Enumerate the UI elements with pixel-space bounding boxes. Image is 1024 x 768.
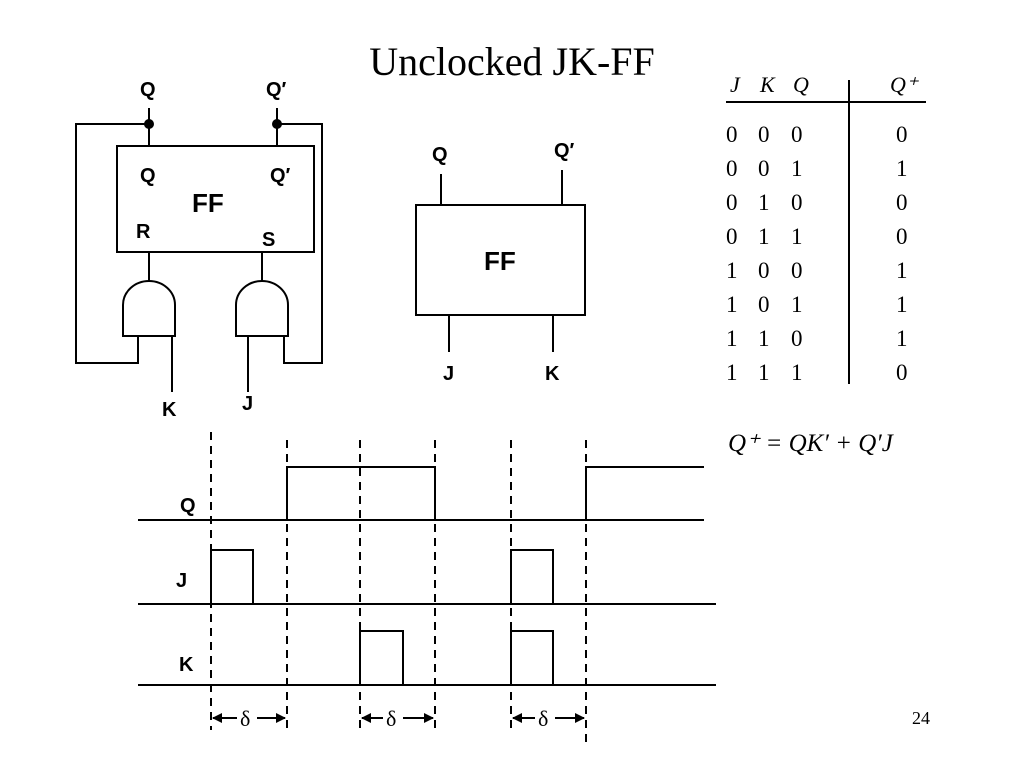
circuit-output-q-label: Q xyxy=(140,79,156,101)
ff-box xyxy=(116,145,315,253)
tt-r1-k: 0 xyxy=(758,156,770,181)
delay-3-label: δ xyxy=(538,706,548,731)
tt-r1-q: 1 xyxy=(791,156,803,181)
truth-table-header-j: J xyxy=(730,72,741,97)
truth-table-header-q: Q xyxy=(793,72,809,97)
tt-r0-k: 0 xyxy=(758,122,770,147)
q-feedback-loop xyxy=(75,123,149,364)
tt-r1-qn: 1 xyxy=(896,156,908,181)
tt-r2-q: 0 xyxy=(791,190,803,215)
j-pulse-2 xyxy=(510,549,554,604)
delay-2-left-arrowhead xyxy=(361,713,371,723)
tt-r2-k: 1 xyxy=(758,190,770,215)
timing-label-k: K xyxy=(179,654,194,676)
delay-1-label: δ xyxy=(240,706,250,731)
timing-label-j: J xyxy=(176,570,187,592)
k-pulse-1 xyxy=(359,630,404,685)
block-ff-label: FF xyxy=(484,246,516,276)
delay-1-left-arrowhead xyxy=(212,713,222,723)
delay-1-right-arrowhead xyxy=(276,713,286,723)
ff-input-s-label: S xyxy=(262,229,275,251)
timing-diagram: Q J K δ xyxy=(138,432,716,745)
tt-r5-qn: 1 xyxy=(896,292,908,317)
q-prime-feedback-loop xyxy=(277,123,323,364)
tt-r4-qn: 1 xyxy=(896,258,908,283)
truth-table-header-q-next: Q⁺ xyxy=(890,72,920,97)
truth-table: J K Q Q⁺ 0 0 0 0 0 0 1 1 0 1 0 0 0 1 1 0… xyxy=(726,72,926,385)
block-ff-box xyxy=(415,204,586,316)
k-pulse-2 xyxy=(510,630,554,685)
delay-annotation-3: δ xyxy=(512,706,585,731)
delay-annotation-2: δ xyxy=(361,706,434,731)
ff-inner-q-prime-label: Q′ xyxy=(270,165,291,187)
tt-r0-j: 0 xyxy=(726,122,738,147)
tt-r2-j: 0 xyxy=(726,190,738,215)
tt-r7-qn: 0 xyxy=(896,360,908,385)
timing-label-q: Q xyxy=(180,495,196,517)
tt-r4-j: 1 xyxy=(726,258,738,283)
slide-page-number: 24 xyxy=(912,708,930,728)
ff-inner-q-label: Q xyxy=(140,165,156,187)
delay-3-left-arrowhead xyxy=(512,713,522,723)
circuit-input-k-label: K xyxy=(162,399,177,421)
tt-r5-q: 1 xyxy=(791,292,803,317)
slide-title: Unclocked JK-FF xyxy=(369,39,655,84)
and-gate-j xyxy=(235,280,289,337)
q-high-segment-1 xyxy=(286,466,436,520)
block-input-j-label: J xyxy=(443,363,454,385)
tt-r3-q: 1 xyxy=(791,224,803,249)
tt-r2-qn: 0 xyxy=(896,190,908,215)
tt-r6-q: 0 xyxy=(791,326,803,351)
tt-r6-j: 1 xyxy=(726,326,738,351)
tt-r7-j: 1 xyxy=(726,360,738,385)
jk-circuit: Q Q′ Q Q′ FF R S K xyxy=(75,79,323,421)
ff-input-r-label: R xyxy=(136,221,151,243)
truth-table-header-k: K xyxy=(759,72,776,97)
and-gate-k xyxy=(122,280,176,337)
tt-r5-k: 0 xyxy=(758,292,770,317)
delay-2-label: δ xyxy=(386,706,396,731)
tt-r0-qn: 0 xyxy=(896,122,908,147)
delay-2-right-arrowhead xyxy=(424,713,434,723)
delay-annotation-1: δ xyxy=(212,706,286,731)
tt-r7-q: 1 xyxy=(791,360,803,385)
tt-r4-q: 0 xyxy=(791,258,803,283)
block-output-q-label: Q xyxy=(432,144,448,166)
block-input-k-label: K xyxy=(545,363,560,385)
tt-r5-j: 1 xyxy=(726,292,738,317)
tt-r1-j: 0 xyxy=(726,156,738,181)
tt-r3-j: 0 xyxy=(726,224,738,249)
circuit-output-q-prime-label: Q′ xyxy=(266,79,287,101)
tt-r0-q: 0 xyxy=(791,122,803,147)
tt-r4-k: 0 xyxy=(758,258,770,283)
tt-r3-qn: 0 xyxy=(896,224,908,249)
ff-block-symbol: Q Q′ FF J K xyxy=(415,140,586,385)
tt-r7-k: 1 xyxy=(758,360,770,385)
j-pulse-1 xyxy=(210,549,254,604)
tt-r6-qn: 1 xyxy=(896,326,908,351)
circuit-input-j-label: J xyxy=(242,393,253,415)
block-output-q-prime-label: Q′ xyxy=(554,140,575,162)
q-high-segment-2 xyxy=(585,466,704,520)
tt-r3-k: 1 xyxy=(758,224,770,249)
tt-r6-k: 1 xyxy=(758,326,770,351)
next-state-equation: Q⁺ = QK′ + Q′J xyxy=(728,430,895,457)
delay-3-right-arrowhead xyxy=(575,713,585,723)
ff-label: FF xyxy=(192,188,224,218)
